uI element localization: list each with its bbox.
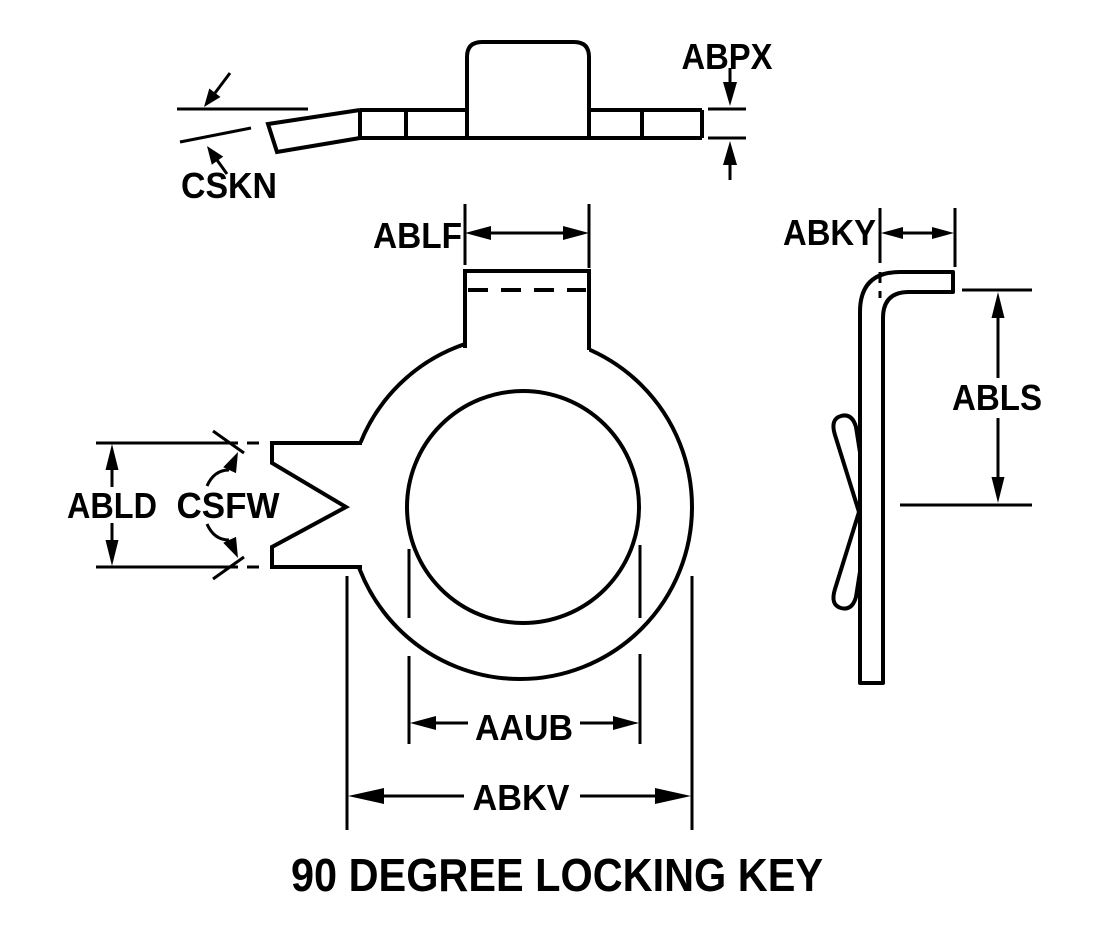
plan-view	[270, 269, 694, 681]
abld-extension-lines	[96, 441, 259, 569]
csfw-arrowhead-bottom-icon	[223, 536, 238, 558]
abpx-arrowhead-down-icon	[723, 82, 737, 106]
prong-fill	[272, 443, 368, 567]
abkv-extension-lines	[345, 576, 694, 830]
abpx-label: ABPX	[682, 36, 773, 77]
abky-arrowhead-right-icon	[932, 227, 954, 239]
abls-extension-lines	[900, 288, 1032, 507]
dim-abld: ABLD	[67, 441, 259, 569]
abls-arrowhead-down-icon	[991, 477, 1005, 503]
dim-cskn: CSKN	[177, 72, 308, 206]
ablf-label: ABLF	[373, 215, 462, 256]
abld-arrowhead-up-icon	[105, 444, 119, 470]
aaub-label: AAUB	[475, 707, 573, 748]
tab-outline	[463, 269, 591, 350]
abky-label: ABKY	[783, 212, 876, 253]
abkv-arrowhead-left-icon	[348, 788, 384, 804]
aaub-extension-lines	[407, 545, 642, 744]
cskn-label: CSKN	[181, 165, 277, 206]
ablf-arrowhead-left-icon	[465, 226, 491, 240]
abkv-arrowhead-right-icon	[655, 788, 691, 804]
cskn-arrowhead-bottom-icon	[207, 146, 224, 165]
dim-abls: ABLS	[900, 288, 1042, 507]
abpx-extension-ticks	[708, 107, 746, 140]
locking-tab-profile	[465, 40, 591, 138]
strip-profile	[358, 108, 704, 140]
dim-csfw: CSFW	[177, 429, 280, 581]
dim-abpx: ABPX	[682, 36, 773, 180]
drawing-title: 90 DEGREE LOCKING KEY	[291, 849, 823, 901]
bent-tab-profile	[265, 108, 361, 155]
cskn-arrowhead-top-icon	[204, 88, 221, 107]
dim-abkv: ABKV	[345, 576, 694, 830]
inner-circle	[405, 389, 641, 625]
cskn-reference-lines	[177, 107, 308, 144]
ablf-extension-lines	[463, 204, 591, 268]
dim-aaub: AAUB	[407, 545, 642, 748]
abld-arrowhead-down-icon	[105, 540, 119, 566]
csfw-tick-lines	[212, 429, 245, 581]
abld-label: ABLD	[67, 485, 157, 526]
abky-extension-lines	[878, 208, 957, 267]
side-view	[831, 270, 955, 685]
tab-fill	[465, 271, 589, 352]
ablf-arrowhead-right-icon	[563, 226, 589, 240]
csfw-arrowhead-top-icon	[223, 452, 238, 474]
abkv-label: ABKV	[473, 777, 570, 818]
cskn-leader-lines	[213, 72, 232, 175]
dim-ablf: ABLF	[373, 204, 591, 268]
side-profile-strip	[858, 270, 955, 685]
top-profile-view	[265, 40, 704, 155]
csfw-label: CSFW	[177, 485, 280, 526]
abls-arrowhead-up-icon	[991, 292, 1005, 318]
abky-arrowhead-left-icon	[881, 227, 903, 239]
abls-label: ABLS	[952, 377, 1042, 418]
csfw-arc-shafts	[205, 468, 230, 542]
aaub-arrowhead-left-icon	[410, 716, 436, 730]
aaub-arrowhead-right-icon	[613, 716, 639, 730]
dim-abky: ABKY	[783, 208, 957, 267]
prong-outline	[270, 441, 362, 569]
abpx-arrowhead-up-icon	[723, 141, 737, 165]
